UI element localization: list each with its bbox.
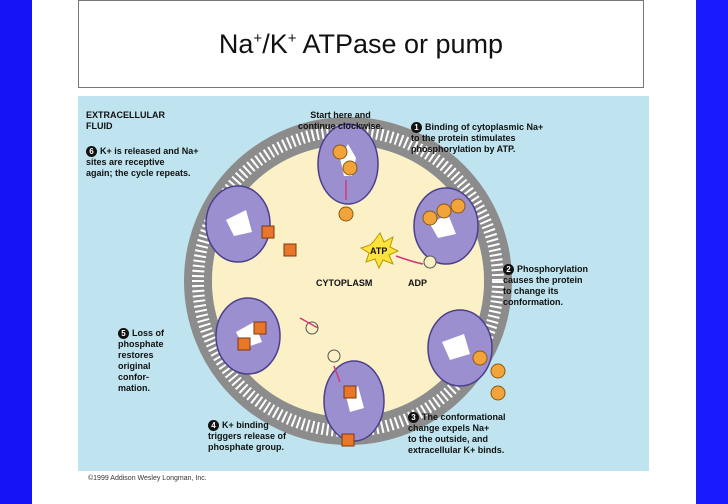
title-atpase: ATPase or pump <box>296 29 504 59</box>
title-box: Na+/K+ ATPase or pump <box>78 0 644 88</box>
title-sup-plus-1: + <box>253 30 263 47</box>
na-ions <box>332 144 506 401</box>
step-5-number: 5 <box>118 328 129 339</box>
title-k: /K <box>262 29 288 59</box>
diagram-svg: ATP ADP CYTOPLASM ©1999 Addison Wesley L… <box>78 96 649 482</box>
step-3-text: The conformational change expels Na+ to … <box>408 412 506 455</box>
step-1-number: 1 <box>411 122 422 133</box>
k-ions <box>237 225 357 447</box>
arrows <box>299 180 424 383</box>
title-na: Na <box>218 29 254 59</box>
slide-title: Na+/K+ ATPase or pump <box>79 29 643 60</box>
step-2-text: Phosphorylation causes the protein to ch… <box>503 264 589 307</box>
step-5-text: Loss of phosphate restores original conf… <box>118 328 165 393</box>
extracellular-label: EXTRACELLULAR FLUID <box>86 110 165 131</box>
step-2-number: 2 <box>503 264 514 275</box>
cytoplasm-label: CYTOPLASM <box>316 278 372 288</box>
title-sup-plus-2: + <box>287 30 297 47</box>
pump-protein-upper-right <box>413 187 479 265</box>
left-blue-border <box>0 0 32 504</box>
adp-label: ADP <box>408 278 427 288</box>
atp-label: ATP <box>370 246 387 256</box>
phosphate-groups <box>305 255 437 363</box>
step-3-number: 3 <box>408 412 419 423</box>
atp-burst <box>359 232 400 270</box>
copyright: ©1999 Addison Wesley Longman, Inc. <box>88 474 207 482</box>
step-1-text: Binding of cytoplasmic Na+ to the protei… <box>411 122 544 154</box>
step-4-text: K+ binding triggers release of phosphate… <box>208 420 287 452</box>
step-6-number: 6 <box>86 146 97 157</box>
pump-protein-lower-left <box>215 297 281 375</box>
pump-protein-upper-left <box>205 185 271 263</box>
pump-diagram: ATP ADP CYTOPLASM ©1999 Addison Wesley L… <box>78 96 649 484</box>
pump-protein-lower-right <box>427 309 493 387</box>
step-4-number: 4 <box>208 420 219 431</box>
step-6-text: K+ is released and Na+ sites are recepti… <box>86 146 199 178</box>
pump-protein-bottom <box>323 360 385 442</box>
start-label: Start here and continue clockwise. <box>298 110 384 131</box>
